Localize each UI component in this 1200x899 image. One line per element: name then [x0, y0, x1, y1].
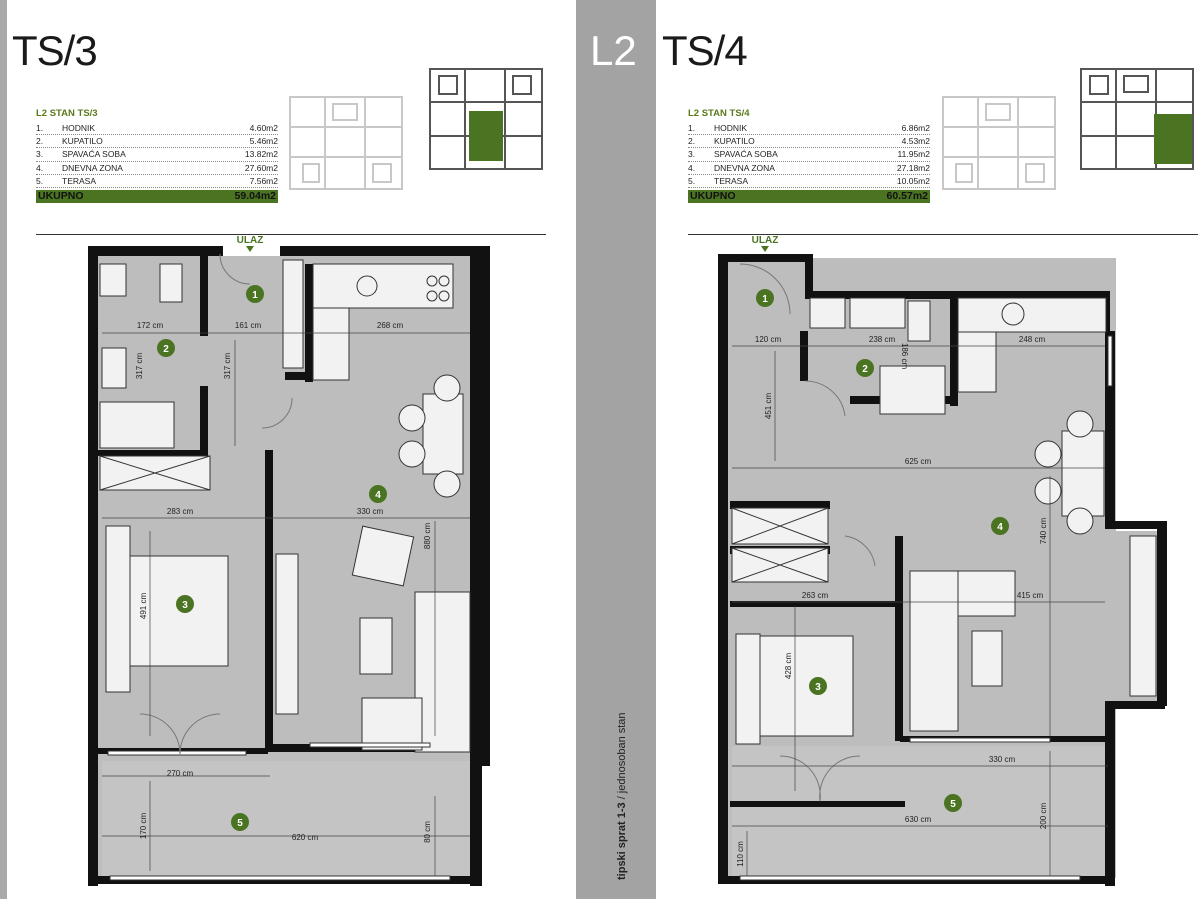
floor-label: L2	[590, 27, 637, 74]
room-number: 3	[815, 682, 821, 693]
table-heading: L2 STAN TS/3	[36, 108, 98, 119]
dim-label: 317 cm	[135, 353, 144, 380]
dim-label: 630 cm	[905, 815, 932, 824]
room-number: 5	[950, 799, 956, 810]
room-number: 2	[163, 344, 169, 355]
key-plan-highlighted	[429, 68, 543, 170]
dim-label: 428 cm	[784, 653, 793, 680]
room-number: 4	[997, 522, 1003, 533]
room-markers	[756, 289, 1009, 812]
dim-label: 270 cm	[167, 769, 194, 778]
entrance-label: ULAZ	[752, 236, 779, 246]
caption-rest: / jednosoban stan	[616, 712, 628, 803]
room-markers	[157, 285, 387, 831]
highlighted-unit	[469, 111, 503, 161]
floor-plan-ts4: 120 cm 238 cm 186 cm 248 cm 451 cm 625 c…	[718, 236, 1167, 886]
caption-bold: tipski sprat 1-3	[616, 802, 628, 880]
dim-label: 740 cm	[1039, 518, 1048, 545]
table-heading: L2 STAN TS/4	[688, 108, 750, 119]
left-edge-band	[0, 0, 7, 899]
dim-label: 283 cm	[167, 507, 194, 516]
dim-label: 268 cm	[377, 321, 404, 330]
dim-label: 172 cm	[137, 321, 164, 330]
room-number: 1	[252, 290, 258, 301]
dim-label: 330 cm	[989, 755, 1016, 764]
dim-label: 80 cm	[423, 821, 432, 843]
dim-label: 161 cm	[235, 321, 262, 330]
separator-line	[688, 234, 1198, 235]
floor-plan-ts3: 172 cm 161 cm 268 cm 317 cm 317 cm 283 c…	[88, 236, 490, 886]
dim-label: 200 cm	[1039, 803, 1048, 830]
room-number: 3	[182, 600, 188, 611]
dim-label: 620 cm	[292, 833, 319, 842]
dim-label: 186 cm	[900, 343, 909, 370]
center-divider-band	[576, 0, 656, 899]
dim-label: 238 cm	[869, 335, 896, 344]
dim-label: 491 cm	[139, 593, 148, 620]
dim-label: 880 cm	[423, 523, 432, 550]
dim-label: 263 cm	[802, 591, 829, 600]
room-number: 4	[375, 490, 381, 501]
room-number: 5	[237, 818, 243, 829]
highlighted-unit	[1154, 114, 1192, 164]
room-number: 1	[762, 294, 768, 305]
room-number: 2	[862, 364, 868, 375]
dim-label: 625 cm	[905, 457, 932, 466]
dim-label: 451 cm	[764, 393, 773, 420]
vertical-caption: tipski sprat 1-3 / jednosoban stan	[616, 700, 636, 880]
dim-label: 330 cm	[357, 507, 384, 516]
unit-title-ts3: TS/3	[12, 27, 98, 74]
key-plan-faded	[289, 96, 403, 190]
key-plan-faded	[942, 96, 1056, 190]
dim-label: 110 cm	[736, 841, 745, 867]
dim-label: 170 cm	[139, 813, 148, 840]
dim-label: 317 cm	[223, 353, 232, 380]
dim-label: 248 cm	[1019, 335, 1046, 344]
unit-title-ts4: TS/4	[662, 27, 748, 74]
entrance-label: ULAZ	[237, 236, 264, 246]
dim-label: 415 cm	[1017, 591, 1044, 600]
separator-line	[36, 234, 546, 235]
key-plan-highlighted	[1080, 68, 1194, 170]
dim-label: 120 cm	[755, 335, 782, 344]
